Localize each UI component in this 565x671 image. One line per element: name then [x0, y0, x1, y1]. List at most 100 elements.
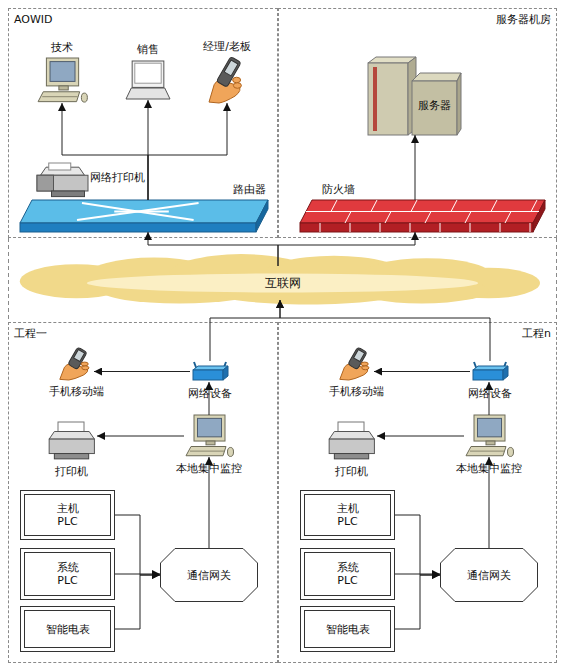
- brick-line: [320, 223, 321, 232]
- keyboard-keys: [470, 451, 504, 452]
- brick-line: [425, 212, 431, 224]
- gateway-shape: [441, 549, 538, 602]
- node-label: 手机移动端: [49, 385, 104, 398]
- brick-line: [465, 212, 471, 224]
- desktop-icon: [184, 415, 234, 457]
- monitor-stand: [206, 441, 215, 445]
- device-screen: [74, 350, 85, 362]
- connector-arrow: [115, 515, 160, 575]
- zone-title: 服务器机房: [496, 13, 551, 26]
- node-label: 本地集中监控: [456, 462, 522, 475]
- server-box: [412, 81, 457, 135]
- node-label: 网络打印机: [90, 171, 145, 184]
- printer-body: [329, 439, 374, 453]
- connector-arrow: [148, 103, 227, 200]
- device-top: [473, 366, 508, 370]
- device-top: [193, 366, 228, 370]
- printer-tray: [54, 454, 88, 459]
- node-label: 互联网: [265, 277, 301, 290]
- brick-line: [411, 200, 417, 212]
- device-side: [503, 366, 508, 380]
- router-node: 路由器: [20, 200, 268, 232]
- brick-line: [345, 212, 351, 224]
- mouse: [228, 447, 234, 456]
- connector-arrow: [395, 515, 440, 575]
- brick-line: [385, 212, 391, 224]
- mouse: [81, 93, 87, 102]
- node-label: 打印机: [335, 465, 368, 478]
- keyboard-keys: [42, 96, 77, 97]
- node-label: 防火墙: [322, 183, 355, 196]
- slab-front: [300, 223, 533, 232]
- node-label: 系统 PLC: [331, 561, 365, 587]
- brick-line: [380, 223, 381, 232]
- plc-box: 主机 PLC: [20, 490, 115, 540]
- desktop-icon: [464, 415, 514, 457]
- printer-tray: [52, 191, 85, 197]
- brick-line: [350, 223, 351, 232]
- brick-line: [500, 223, 501, 232]
- node-label: 网络设备: [188, 387, 232, 400]
- connector-arrow: [115, 575, 160, 629]
- monitor-case: [46, 58, 78, 86]
- brick-line: [331, 200, 337, 212]
- brick-line: [530, 223, 531, 232]
- monitor-stand: [59, 86, 68, 90]
- connector-arrow: [374, 371, 470, 372]
- zone-title: 工程n: [522, 327, 551, 340]
- pda-icon: [207, 57, 247, 103]
- brick-line: [491, 200, 497, 212]
- monitor-case: [474, 415, 505, 441]
- brick-line: [531, 200, 537, 212]
- network-device-node: 网络设备: [190, 361, 230, 382]
- gateway-octagon: 通信网关: [160, 548, 258, 602]
- printer-icon: [45, 422, 97, 460]
- box-inner: [25, 495, 111, 536]
- paper: [49, 163, 71, 170]
- printer-side: [37, 175, 54, 191]
- firewall-icon: [300, 200, 545, 232]
- printer-lid: [49, 432, 94, 440]
- keyboard: [466, 447, 506, 456]
- box-outer: [301, 607, 395, 652]
- box-inner: [25, 553, 111, 596]
- wifi-icon: [190, 361, 230, 382]
- brick-line: [451, 200, 457, 212]
- device-side: [223, 366, 228, 380]
- cloud-highlight: [87, 273, 478, 292]
- node-label: 系统 PLC: [51, 561, 85, 587]
- monitor-screen: [478, 418, 502, 436]
- node-label: 主机 PLC: [51, 502, 85, 528]
- brick-line: [371, 200, 377, 212]
- office-zone: AOWID技术销售经理/老板网络打印机路由器: [8, 8, 278, 238]
- box-outer: [21, 491, 115, 540]
- laptop-base: [126, 88, 170, 99]
- box-inner: [25, 611, 111, 648]
- node-label: 路由器: [233, 183, 266, 196]
- pda-icon: [58, 348, 94, 380]
- server-node: 服务器: [368, 55, 463, 135]
- band-edge: [8, 238, 9, 322]
- node-label: 网络设备: [468, 387, 512, 400]
- brick-line: [505, 212, 511, 224]
- device-screen: [224, 60, 238, 76]
- node-label: 手机移动端: [329, 385, 384, 398]
- finger: [233, 83, 241, 89]
- finger: [361, 362, 368, 366]
- gateway-octagon: 通信网关: [440, 548, 538, 602]
- node-label: 服务器: [418, 99, 451, 112]
- finger: [233, 77, 241, 83]
- device-body: [193, 370, 223, 380]
- monitor-screen: [198, 418, 222, 436]
- connector-arrow: [97, 436, 184, 437]
- monitor-case: [194, 415, 225, 441]
- node-label: 智能电表: [46, 623, 90, 636]
- connector-arrow: [148, 100, 149, 200]
- laptop-node: 销售: [126, 60, 170, 100]
- box-outer: [301, 549, 395, 600]
- meter-box: 智能电表: [300, 606, 395, 652]
- box-inner: [305, 611, 391, 648]
- connector-arrow: [395, 574, 440, 575]
- server-room-zone: 服务器机房服务器防火墙: [278, 8, 557, 238]
- server-icon: [368, 55, 463, 135]
